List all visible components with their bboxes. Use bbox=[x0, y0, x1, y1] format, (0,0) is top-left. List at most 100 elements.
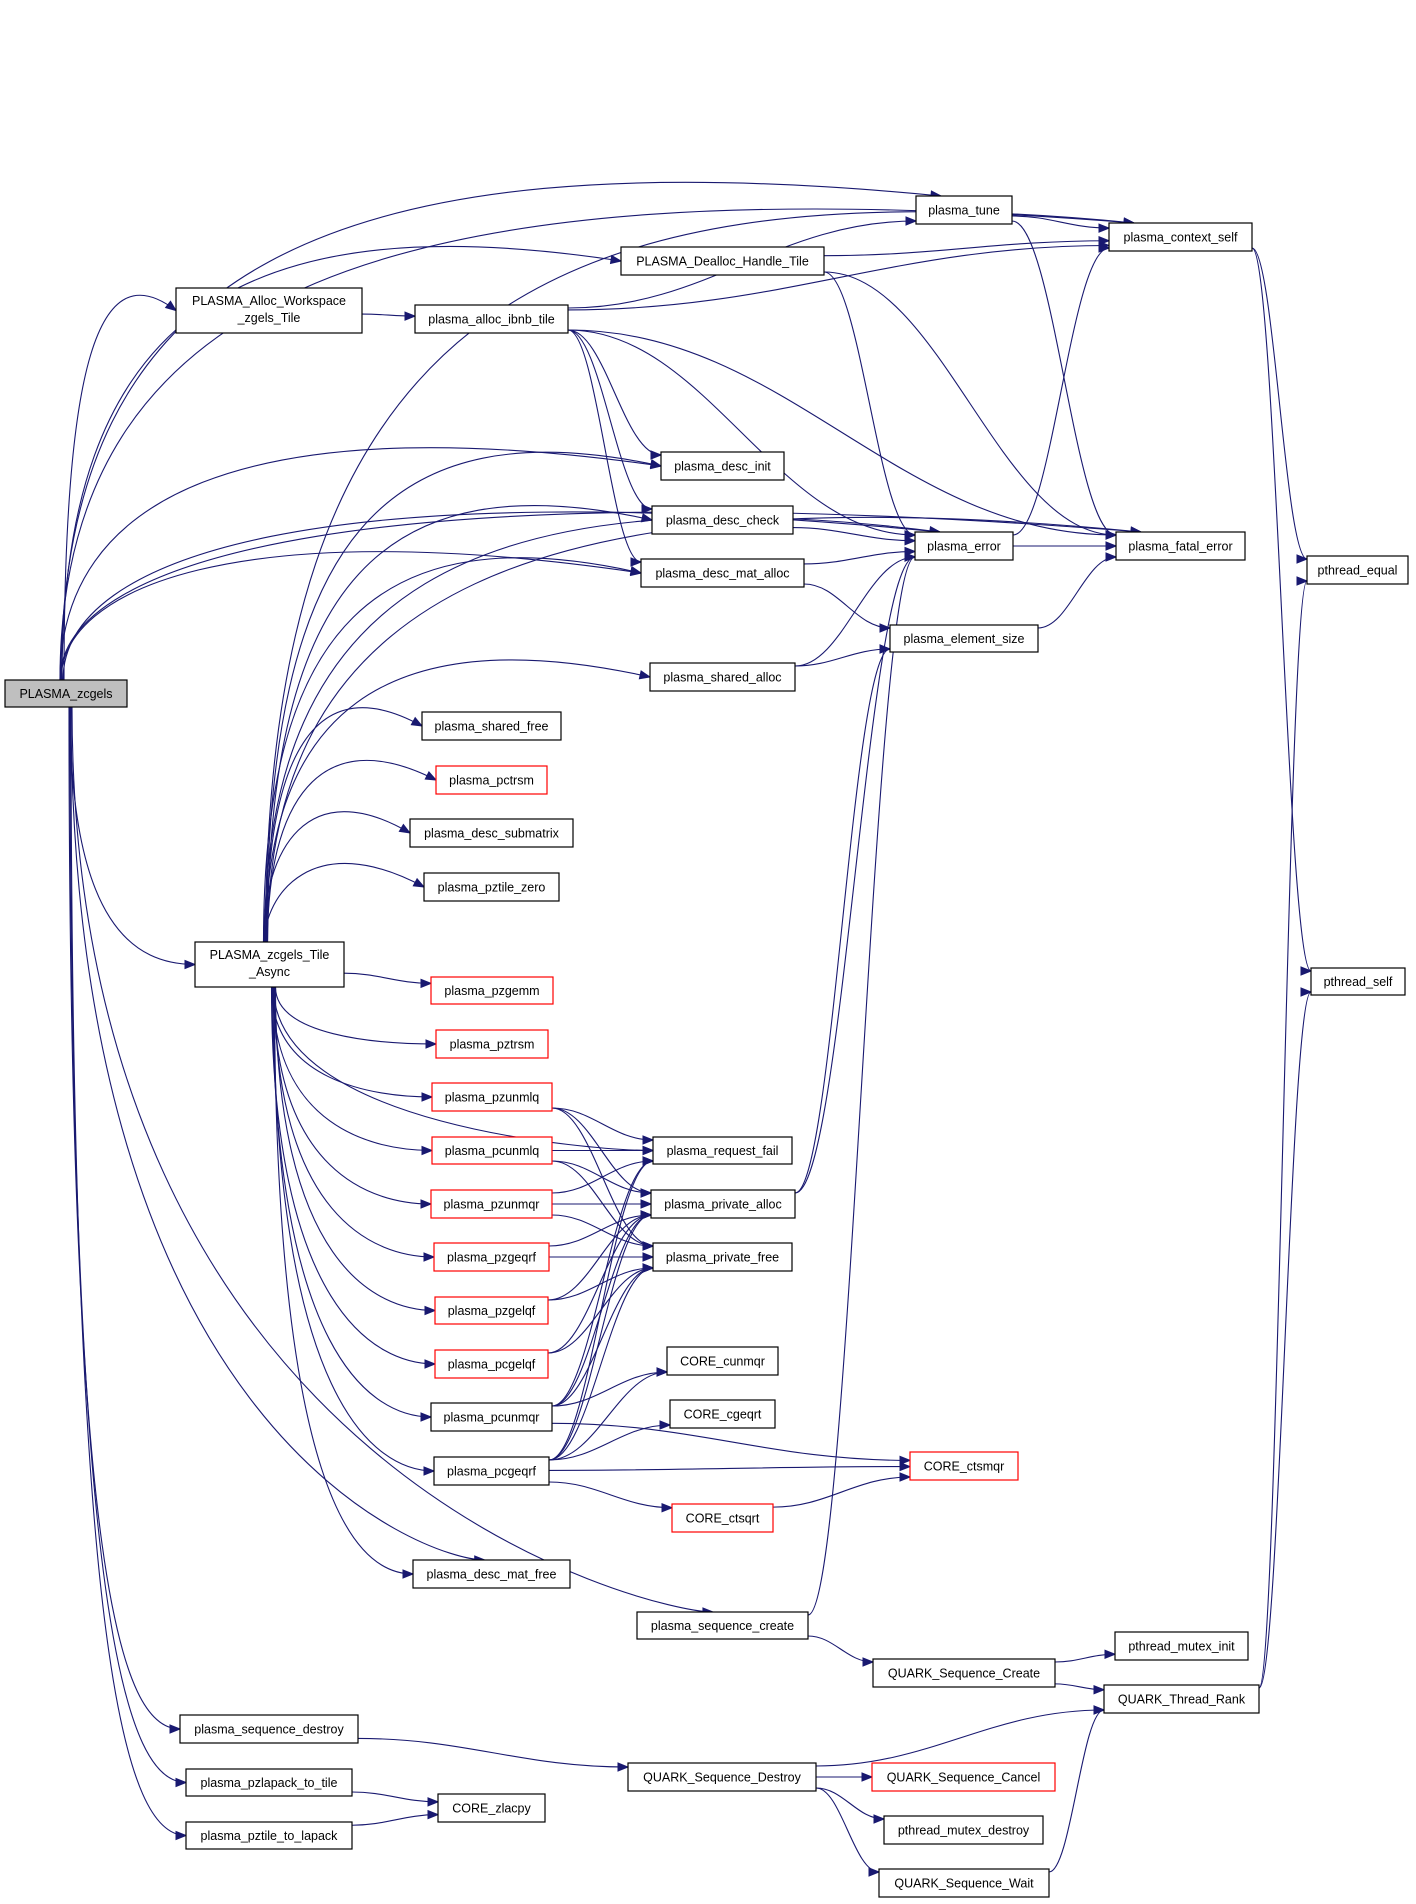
node-plasma-context-self[interactable]: plasma_context_self bbox=[1108, 222, 1253, 252]
node-box[interactable] bbox=[660, 451, 785, 481]
node-plasma-sequence-destroy[interactable]: plasma_sequence_destroy bbox=[179, 1714, 359, 1744]
node-plasma-sequence-create[interactable]: plasma_sequence_create bbox=[636, 1611, 809, 1640]
node-box[interactable] bbox=[909, 1451, 1019, 1481]
node-core-zlacpy[interactable]: CORE_zlacpy bbox=[437, 1793, 546, 1823]
node-box[interactable] bbox=[652, 1136, 793, 1165]
node-plasma-error[interactable]: plasma_error bbox=[914, 531, 1014, 561]
node-plasma-pzunmlq[interactable]: plasma_pzunmlq bbox=[431, 1082, 553, 1112]
node-box[interactable] bbox=[871, 1762, 1056, 1792]
node-box[interactable] bbox=[872, 1658, 1056, 1688]
node-box[interactable] bbox=[620, 246, 825, 276]
node-plasma-desc-mat-alloc[interactable]: plasma_desc_mat_alloc bbox=[640, 558, 805, 588]
node-box[interactable] bbox=[666, 1346, 779, 1376]
node-core-ctsqrt[interactable]: CORE_ctsqrt bbox=[671, 1503, 774, 1533]
node-plasma-pcunmlq[interactable]: plasma_pcunmlq bbox=[431, 1136, 553, 1165]
node-box[interactable] bbox=[652, 1242, 793, 1272]
node-plasma-private-alloc[interactable]: plasma_private_alloc bbox=[650, 1189, 796, 1219]
node-box[interactable] bbox=[433, 1456, 550, 1486]
node-plasma-alloc-workspace-zgels-tile[interactable]: PLASMA_Alloc_Workspace_zgels_Tile bbox=[175, 287, 363, 334]
node-box[interactable] bbox=[889, 624, 1039, 653]
node-plasma-desc-mat-free[interactable]: plasma_desc_mat_free bbox=[412, 1559, 571, 1589]
node-plasma-private-free[interactable]: plasma_private_free bbox=[652, 1242, 793, 1272]
node-box[interactable] bbox=[430, 976, 554, 1005]
node-box[interactable] bbox=[185, 1821, 353, 1850]
node-box[interactable] bbox=[1306, 555, 1409, 585]
node-plasma-pcunmqr[interactable]: plasma_pcunmqr bbox=[430, 1402, 553, 1432]
node-core-cgeqrt[interactable]: CORE_cgeqrt bbox=[669, 1399, 776, 1429]
node-box[interactable] bbox=[421, 711, 562, 741]
node-box[interactable] bbox=[1115, 531, 1246, 561]
node-box[interactable] bbox=[430, 1189, 553, 1219]
node-plasma-dealloc-handle-tile[interactable]: PLASMA_Dealloc_Handle_Tile bbox=[620, 246, 825, 276]
node-plasma-pzgeqrf[interactable]: plasma_pzgeqrf bbox=[433, 1242, 550, 1272]
node-plasma-pcgeqrf[interactable]: plasma_pcgeqrf bbox=[433, 1456, 550, 1486]
node-plasma-pzgelqf[interactable]: plasma_pzgelqf bbox=[434, 1296, 549, 1325]
node-box[interactable] bbox=[627, 1762, 817, 1792]
node-box[interactable] bbox=[650, 1189, 796, 1219]
node-quark-thread-rank[interactable]: QUARK_Thread_Rank bbox=[1103, 1684, 1260, 1714]
node-plasma-pzlapack-to-tile[interactable]: plasma_pzlapack_to_tile bbox=[185, 1768, 353, 1797]
node-quark-sequence-cancel[interactable]: QUARK_Sequence_Cancel bbox=[871, 1762, 1056, 1792]
node-plasma-desc-submatrix[interactable]: plasma_desc_submatrix bbox=[409, 818, 574, 848]
node-box[interactable] bbox=[414, 304, 569, 334]
node-box[interactable] bbox=[1108, 222, 1253, 252]
node-plasma-pcgelqf[interactable]: plasma_pcgelqf bbox=[434, 1349, 549, 1379]
node-box[interactable] bbox=[431, 1136, 553, 1165]
node-box[interactable] bbox=[1310, 967, 1406, 996]
node-plasma-element-size[interactable]: plasma_element_size bbox=[889, 624, 1039, 653]
node-box[interactable] bbox=[4, 679, 128, 708]
node-box[interactable] bbox=[423, 872, 560, 902]
node-plasma-shared-free[interactable]: plasma_shared_free bbox=[421, 711, 562, 741]
node-pthread-self[interactable]: pthread_self bbox=[1310, 967, 1406, 996]
node-box[interactable] bbox=[649, 662, 796, 692]
node-box[interactable] bbox=[179, 1714, 359, 1744]
node-box[interactable] bbox=[636, 1611, 809, 1640]
node-plasma-pztile-zero[interactable]: plasma_pztile_zero bbox=[423, 872, 560, 902]
node-pthread-mutex-init[interactable]: pthread_mutex_init bbox=[1114, 1631, 1249, 1661]
node-box[interactable] bbox=[412, 1559, 571, 1589]
node-plasma-pctrsm[interactable]: plasma_pctrsm bbox=[435, 765, 548, 795]
node-plasma-pzunmqr[interactable]: plasma_pzunmqr bbox=[430, 1189, 553, 1219]
node-plasma-alloc-ibnb-tile[interactable]: plasma_alloc_ibnb_tile bbox=[414, 304, 569, 334]
node-quark-sequence-wait[interactable]: QUARK_Sequence_Wait bbox=[878, 1868, 1050, 1898]
node-box[interactable] bbox=[915, 195, 1013, 225]
node-box[interactable] bbox=[434, 1349, 549, 1379]
node-box[interactable] bbox=[434, 1296, 549, 1325]
node-plasma-fatal-error[interactable]: plasma_fatal_error bbox=[1115, 531, 1246, 561]
node-plasma-zcgels[interactable]: PLASMA_zcgels bbox=[4, 679, 128, 708]
node-box[interactable] bbox=[671, 1503, 774, 1533]
node-box[interactable] bbox=[914, 531, 1014, 561]
node-box[interactable] bbox=[194, 941, 345, 988]
node-box[interactable] bbox=[669, 1399, 776, 1429]
node-pthread-mutex-destroy[interactable]: pthread_mutex_destroy bbox=[883, 1815, 1044, 1845]
node-box[interactable] bbox=[651, 505, 794, 535]
node-box[interactable] bbox=[1103, 1684, 1260, 1714]
node-box[interactable] bbox=[433, 1242, 550, 1272]
node-box[interactable] bbox=[1114, 1631, 1249, 1661]
node-box[interactable] bbox=[185, 1768, 353, 1797]
node-plasma-shared-alloc[interactable]: plasma_shared_alloc bbox=[649, 662, 796, 692]
node-box[interactable] bbox=[430, 1402, 553, 1432]
node-box[interactable] bbox=[878, 1868, 1050, 1898]
node-box[interactable] bbox=[175, 287, 363, 334]
node-box[interactable] bbox=[435, 765, 548, 795]
node-box[interactable] bbox=[431, 1082, 553, 1112]
node-box[interactable] bbox=[409, 818, 574, 848]
node-box[interactable] bbox=[437, 1793, 546, 1823]
node-plasma-pzgemm[interactable]: plasma_pzgemm bbox=[430, 976, 554, 1005]
node-quark-sequence-create[interactable]: QUARK_Sequence_Create bbox=[872, 1658, 1056, 1688]
node-plasma-desc-init[interactable]: plasma_desc_init bbox=[660, 451, 785, 481]
node-plasma-tune[interactable]: plasma_tune bbox=[915, 195, 1013, 225]
node-plasma-request-fail[interactable]: plasma_request_fail bbox=[652, 1136, 793, 1165]
node-plasma-pztrsm[interactable]: plasma_pztrsm bbox=[435, 1029, 549, 1059]
node-pthread-equal[interactable]: pthread_equal bbox=[1306, 555, 1409, 585]
node-core-cunmqr[interactable]: CORE_cunmqr bbox=[666, 1346, 779, 1376]
node-plasma-pztile-to-lapack[interactable]: plasma_pztile_to_lapack bbox=[185, 1821, 353, 1850]
node-box[interactable] bbox=[435, 1029, 549, 1059]
node-box[interactable] bbox=[640, 558, 805, 588]
node-core-ctsmqr[interactable]: CORE_ctsmqr bbox=[909, 1451, 1019, 1481]
node-plasma-zcgels-tile-async[interactable]: PLASMA_zcgels_Tile_Async bbox=[194, 941, 345, 988]
node-box[interactable] bbox=[883, 1815, 1044, 1845]
node-quark-sequence-destroy[interactable]: QUARK_Sequence_Destroy bbox=[627, 1762, 817, 1792]
node-plasma-desc-check[interactable]: plasma_desc_check bbox=[651, 505, 794, 535]
